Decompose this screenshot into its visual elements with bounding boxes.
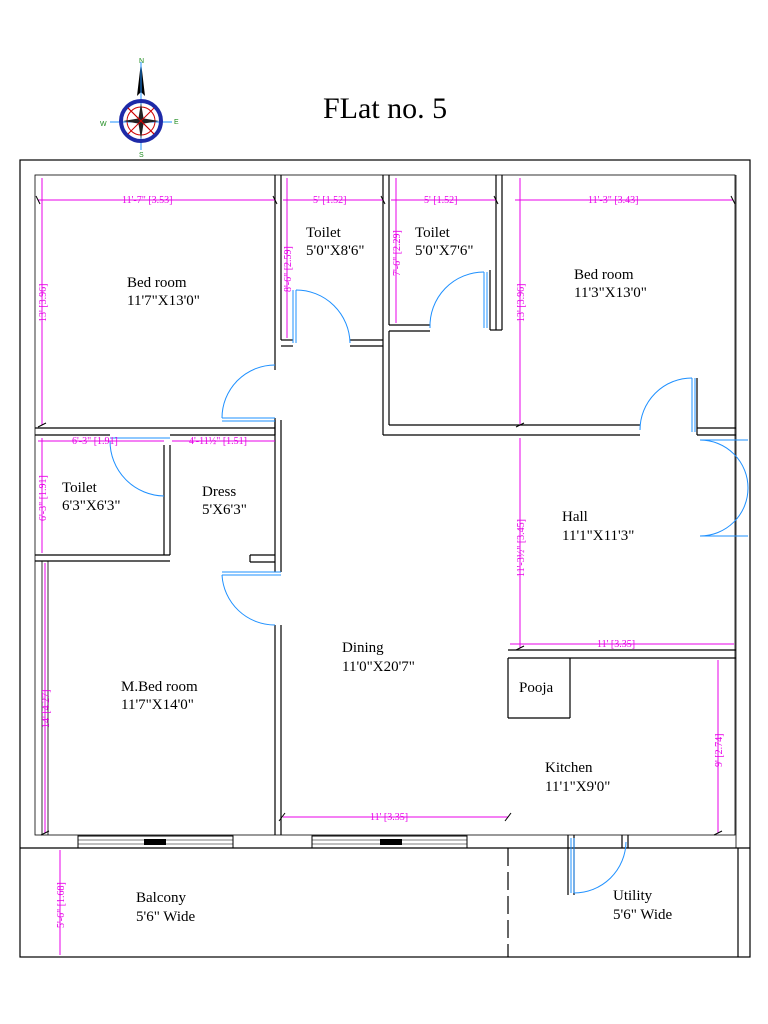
dim-toilet3-width: 6'-3" [1.91] <box>72 436 118 447</box>
plan-title: FLat no. 5 <box>323 92 447 125</box>
dim-dining-width: 11' [3.35] <box>370 812 408 823</box>
walls <box>19 159 751 958</box>
room-name-utility: Utility <box>613 888 653 904</box>
dimension-labels: 11'-7" [3.53] 5' [1.52] 5' [1.52] 11'-3"… <box>38 195 725 928</box>
dim-toilet2-height: 7'-6" [2.29] <box>392 230 403 276</box>
room-name-bed-right: Bed room <box>574 267 634 283</box>
compass-icon: N S E W <box>100 58 179 159</box>
dim-toilet1-width: 5' [1.52] <box>313 195 346 206</box>
room-size-toilet-2: 5'0"X7'6" <box>415 243 473 259</box>
dim-hall-height: 11'-3½" [3.45] <box>516 519 527 577</box>
dim-bed-left-height: 13' [3.96] <box>38 284 49 322</box>
dim-toilet2-width: 5' [1.52] <box>424 195 457 206</box>
windows <box>77 835 468 849</box>
room-name-hall: Hall <box>562 509 588 525</box>
compass-west-label: W <box>100 121 107 128</box>
dim-kitchen-height: 9' [2.74] <box>714 734 725 767</box>
compass-south-label: S <box>139 152 144 159</box>
room-size-mbed: 11'7"X14'0" <box>121 697 194 713</box>
room-size-dress: 5'X6'3" <box>202 502 247 518</box>
room-size-bed-left: 11'7"X13'0" <box>127 293 200 309</box>
room-name-balcony: Balcony <box>136 890 186 906</box>
room-name-toilet-2: Toilet <box>415 225 451 241</box>
room-name-pooja: Pooja <box>519 680 554 696</box>
room-name-bed-left: Bed room <box>127 275 187 291</box>
dim-balcony-height: 5'-6" [1.68] <box>56 882 67 928</box>
room-name-kitchen: Kitchen <box>545 760 593 776</box>
dimension-lines <box>35 178 736 955</box>
room-name-toilet-3: Toilet <box>62 480 98 496</box>
room-size-kitchen: 11'1"X9'0" <box>545 779 610 795</box>
dim-dress-width: 4'-11½" [1.51] <box>189 436 247 447</box>
dim-toilet1-height: 8'-6" [2.59] <box>283 246 294 292</box>
compass-east-label: E <box>174 119 179 126</box>
room-name-dining: Dining <box>342 640 384 656</box>
dim-bed-right-width: 11'-3" [3.43] <box>588 195 639 206</box>
dim-bed-right-height: 13' [3.96] <box>516 284 527 322</box>
room-size-balcony: 5'6" Wide <box>136 909 196 925</box>
room-name-mbed: M.Bed room <box>121 679 198 695</box>
room-size-bed-right: 11'3"X13'0" <box>574 285 647 301</box>
compass-north-label: N <box>139 58 144 65</box>
room-size-toilet-1: 5'0"X8'6" <box>306 243 364 259</box>
room-size-toilet-3: 6'3"X6'3" <box>62 498 120 514</box>
dim-bed-left-width: 11'-7" [3.53] <box>122 195 173 206</box>
doors <box>109 271 749 894</box>
room-size-dining: 11'0"X20'7" <box>342 659 415 675</box>
dim-hall-width: 11' [3.35] <box>597 639 635 650</box>
room-size-hall: 11'1"X11'3" <box>562 528 634 544</box>
dim-mbed-height: 14' [4.27] <box>41 690 52 728</box>
room-name-dress: Dress <box>202 484 236 500</box>
room-name-toilet-1: Toilet <box>306 225 342 241</box>
dim-toilet3-height: 6'-3" [1.91] <box>38 475 49 521</box>
room-size-utility: 5'6" Wide <box>613 907 673 923</box>
room-labels: Bed room 11'7"X13'0" Toilet 5'0"X8'6" To… <box>62 225 673 925</box>
